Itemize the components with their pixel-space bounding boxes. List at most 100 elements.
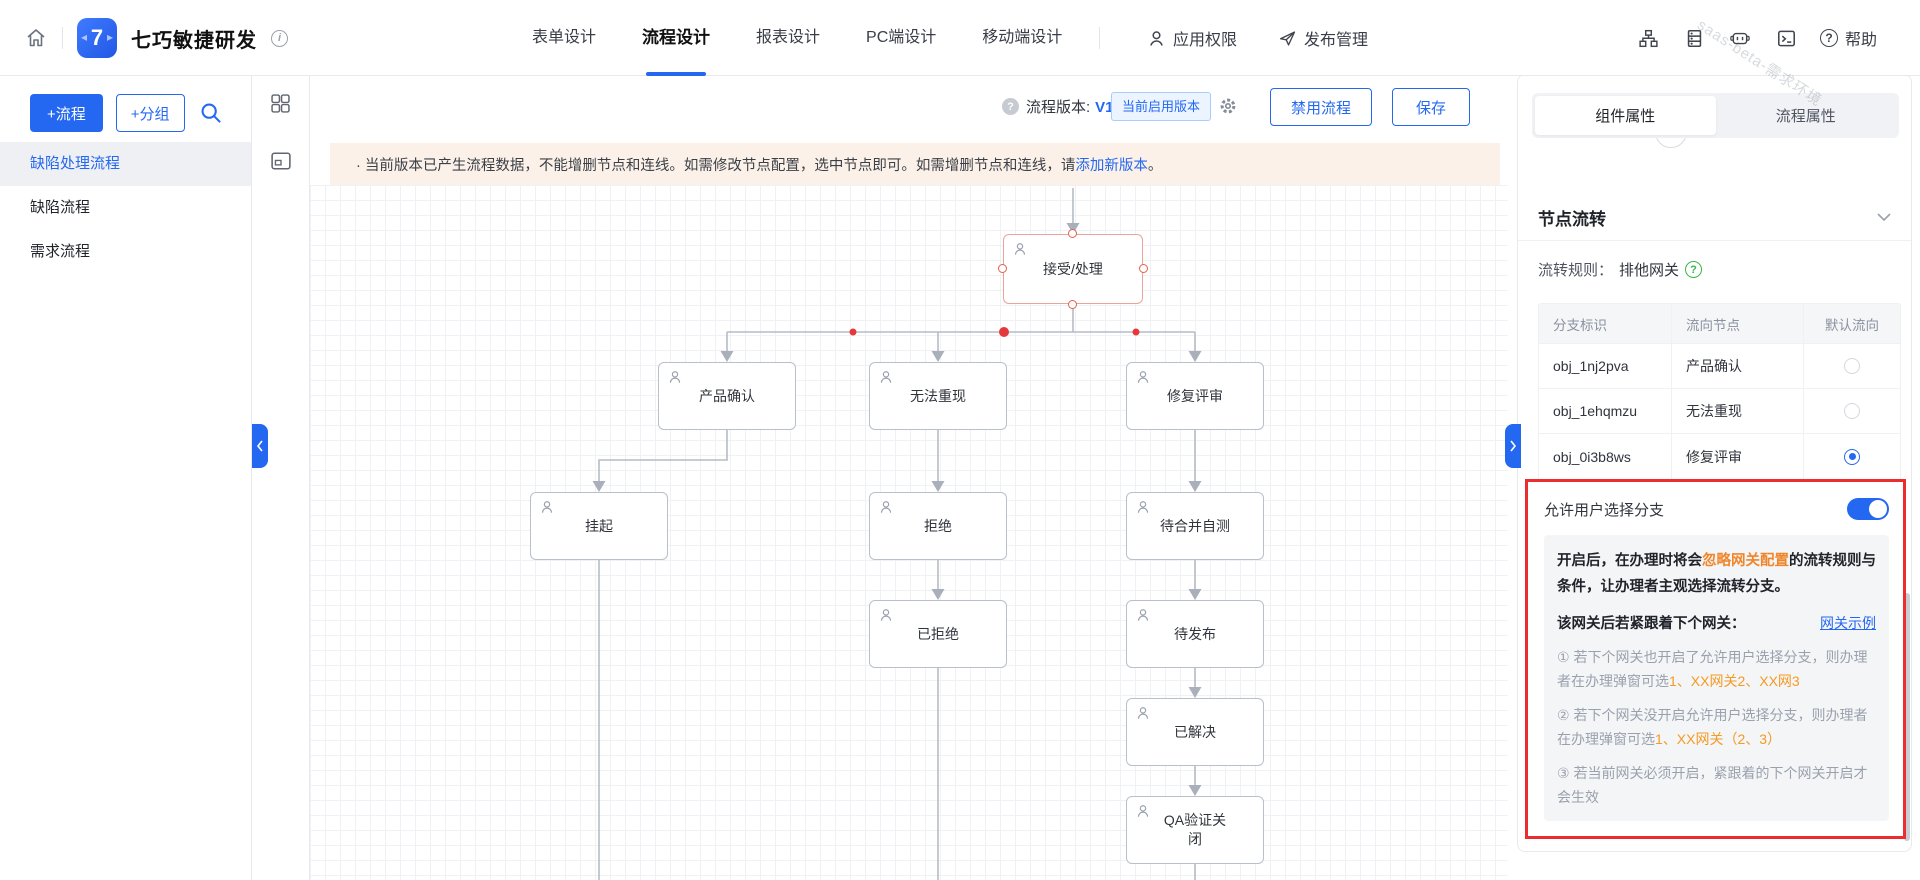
nav-report-design[interactable]: 报表设计 [756, 29, 821, 46]
node-handle-top[interactable] [1068, 229, 1077, 238]
collapse-sidebar-tab[interactable] [252, 424, 268, 468]
default-flow-radio[interactable] [1844, 358, 1860, 374]
flow-connectors [592, 188, 1202, 880]
info-paragraph-5: ③ 若当前网关必须开启，紧跟着的下个网关开启才会生效 [1557, 765, 1868, 805]
flow-node-label: 待合并自测 [1160, 517, 1230, 534]
table-row: obj_0i3b8ws 修复评审 [1539, 434, 1900, 479]
col-default-flow: 默认流向 [1825, 317, 1879, 333]
branch-info-box: 开启后，在办理时将会忽略网关配置的流转规则与条件，让办理者主观选择流转分支。 该… [1544, 535, 1889, 821]
gateway-example-link[interactable]: 网关示例 [1820, 614, 1876, 631]
disable-flow-button[interactable]: 禁用流程 [1270, 88, 1372, 126]
node-handle-right[interactable] [1139, 264, 1148, 273]
nav-divider [1099, 27, 1100, 49]
app-logo[interactable]: ◂ 7 ▸ [77, 18, 117, 58]
p1-highlight: 忽略网关配置 [1702, 553, 1789, 569]
sidebar-item-defect-flow[interactable]: 缺陷流程 [30, 199, 91, 216]
allow-user-branch-toggle[interactable] [1847, 498, 1889, 520]
flow-node-pending-release[interactable]: 待发布 [1126, 600, 1264, 668]
logo-right-chevron: ▸ [106, 30, 113, 44]
flow-node-label: 挂起 [585, 517, 613, 534]
highlight-annotation-box: 允许用户选择分支 开启后，在办理时将会忽略网关配置的流转规则与条件，让办理者主观… [1525, 479, 1906, 839]
flow-node-pending-merge-selftest[interactable]: 待合并自测 [1126, 492, 1264, 560]
add-flow-button[interactable]: +流程 [30, 94, 103, 132]
chevron-left-icon [256, 440, 263, 452]
canvas-tool-strip [252, 76, 310, 880]
publish-management-button[interactable]: 发布管理 [1279, 26, 1368, 50]
banner-suffix: 。 [1147, 157, 1163, 174]
branch-table: 分支标识 流向节点 默认流向 obj_1nj2pva 产品确认 obj_1ehq… [1538, 303, 1901, 480]
tab-flow-properties[interactable]: 流程属性 [1775, 108, 1836, 125]
app-permissions-button[interactable]: 应用权限 [1148, 26, 1237, 50]
add-new-version-link[interactable]: 添加新版本 [1075, 157, 1148, 174]
transition-rule-row: 流转规则： 排他网关 ? [1538, 259, 1703, 280]
tab-component-properties[interactable]: 组件属性 [1535, 96, 1716, 135]
collapse-panel-tab[interactable] [1505, 424, 1521, 468]
branch-id-cell: obj_1ehqmzu [1539, 389, 1672, 433]
rule-label: 流转规则： [1538, 262, 1614, 279]
node-library-icon[interactable] [270, 92, 292, 114]
target-node-cell: 修复评审 [1672, 434, 1804, 479]
publish-management-label: 发布管理 [1304, 32, 1369, 49]
rule-help-icon[interactable]: ? [1685, 261, 1703, 278]
info-paragraph-1: 开启后，在办理时将会忽略网关配置的流转规则与条件，让办理者主观选择流转分支。 [1557, 548, 1876, 600]
branch-id-cell: obj_1nj2pva [1539, 344, 1672, 388]
p1-text: 开启后，在办理时将会 [1557, 553, 1702, 569]
info-icon[interactable]: i [271, 29, 288, 47]
terminal-icon[interactable] [1776, 28, 1796, 48]
gear-icon[interactable] [1218, 96, 1238, 116]
nav-pc-design[interactable]: PC端设计 [866, 29, 937, 46]
version-warning-banner: · 当前版本已产生流程数据，不能增删节点和连线。如需修改节点配置，选中节点即可。… [330, 143, 1500, 185]
properties-panel: 组件属性 流程属性 节点流转 流转规则： 排他网关 ? 分支标识 流向节点 默认… [1517, 74, 1912, 852]
section-title: 节点流转 [1538, 210, 1606, 229]
robot-icon[interactable] [1730, 28, 1750, 48]
help-button[interactable]: ? 帮助 [1820, 0, 1877, 76]
allow-user-branch-row: 允许用户选择分支 [1528, 482, 1903, 520]
home-icon[interactable] [24, 26, 48, 50]
panel-scrollbar-thumb[interactable] [1904, 593, 1910, 841]
help-label: 帮助 [1845, 32, 1878, 49]
flow-node-resolved[interactable]: 已解决 [1126, 698, 1264, 766]
add-group-button[interactable]: +分组 [115, 94, 185, 132]
save-button[interactable]: 保存 [1392, 88, 1470, 126]
default-flow-radio[interactable] [1844, 403, 1860, 419]
chevron-down-icon[interactable] [1877, 213, 1891, 222]
flow-node-cannot-reproduce[interactable]: 无法重现 [869, 362, 1007, 430]
node-handle-left[interactable] [998, 264, 1007, 273]
person-icon [1137, 805, 1149, 817]
p2-label: 该网关后若紧跟着下个网关： [1557, 616, 1746, 632]
nav-flow-design[interactable]: 流程设计 [642, 0, 710, 76]
rule-value: 排他网关 [1619, 262, 1680, 279]
sidebar-item-requirement-flow[interactable]: 需求流程 [30, 243, 91, 260]
info-paragraph-2: 该网关后若紧跟着下个网关： 网关示例 [1557, 612, 1876, 633]
sidebar-item-defect-handling-flow[interactable]: 缺陷处理流程 [0, 142, 251, 186]
p4-text: ② 若下个网关没开启允许用户选择分支，则办理者在办理弹窗可选 [1557, 707, 1868, 747]
version-help-icon[interactable]: ? [1002, 98, 1019, 115]
flow-canvas[interactable]: ? 流程版本:V1 当前启用版本 禁用流程 保存 · 当前版本已产生流程数据，不… [310, 76, 1508, 880]
flow-node-rejected[interactable]: 已拒绝 [869, 600, 1007, 668]
minimap-icon[interactable] [270, 150, 292, 172]
default-flow-radio-selected[interactable] [1844, 448, 1860, 465]
flow-node-reject[interactable]: 拒绝 [869, 492, 1007, 560]
flow-node-label: 已拒绝 [917, 625, 959, 642]
person-icon [880, 371, 892, 383]
node-handle-bottom[interactable] [1068, 300, 1077, 309]
p3-highlight: 1、XX网关2、XX网3 [1669, 673, 1800, 689]
search-icon[interactable] [198, 100, 224, 126]
person-icon [1137, 707, 1149, 719]
flow-node-product-confirm[interactable]: 产品确认 [658, 362, 796, 430]
nav-form-design[interactable]: 表单设计 [532, 29, 597, 46]
col-branch-id: 分支标识 [1539, 304, 1672, 343]
version-label: 流程版本:V1 [1026, 96, 1114, 117]
table-row: obj_1ehqmzu 无法重现 [1539, 389, 1900, 434]
flow-node-qa-verify-close[interactable]: QA验证关闭 [1126, 796, 1264, 864]
top-header: ◂ 7 ▸ 七巧敏捷研发 i 表单设计 流程设计 报表设计 PC端设计 移动端设… [0, 0, 1920, 76]
flow-node-suspend[interactable]: 挂起 [530, 492, 668, 560]
banner-text: · 当前版本已产生流程数据，不能增删节点和连线。如需修改节点配置，选中节点即可。… [356, 157, 1076, 174]
flow-node-fix-review[interactable]: 修复评审 [1126, 362, 1264, 430]
org-structure-icon[interactable] [1638, 28, 1658, 48]
flow-node-accept-handle[interactable]: 接受/处理 [998, 229, 1148, 309]
person-icon [880, 501, 892, 513]
app-list-icon[interactable] [1684, 28, 1704, 48]
nav-mobile-design[interactable]: 移动端设计 [982, 29, 1063, 46]
logo-left-chevron: ◂ [81, 30, 88, 44]
